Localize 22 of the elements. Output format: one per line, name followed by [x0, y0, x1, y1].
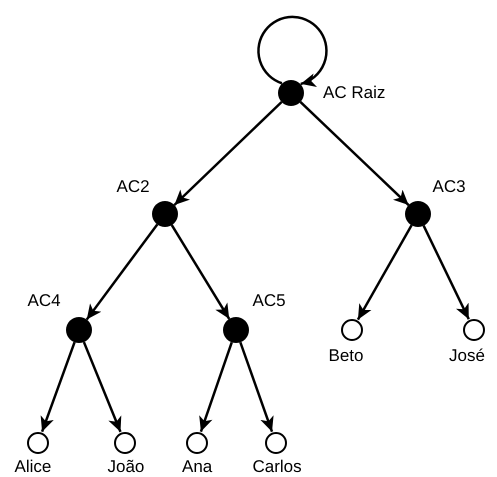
node-label: AC5: [252, 292, 286, 310]
node-label: Alice: [14, 458, 52, 476]
arrow: [422, 225, 470, 320]
node-label: Carlos: [252, 458, 302, 476]
arrow: [86, 224, 158, 320]
node-label: José: [449, 347, 485, 365]
node-label: Ana: [182, 458, 212, 476]
node-label: AC4: [28, 292, 61, 310]
arrow: [199, 342, 233, 432]
self-loop-arrow: [257, 16, 328, 86]
arrow: [82, 342, 122, 432]
arrow: [40, 342, 76, 432]
node-label: João: [108, 458, 144, 476]
arrow: [356, 224, 413, 320]
node-label: AC2: [116, 178, 150, 196]
arrow: [239, 342, 274, 432]
arrow: [174, 101, 282, 206]
node-label: Beto: [328, 347, 364, 365]
arrow: [300, 101, 410, 206]
arrow: [170, 224, 230, 320]
node-label: AC3: [432, 178, 466, 196]
node-label: AC Raiz: [323, 84, 386, 102]
